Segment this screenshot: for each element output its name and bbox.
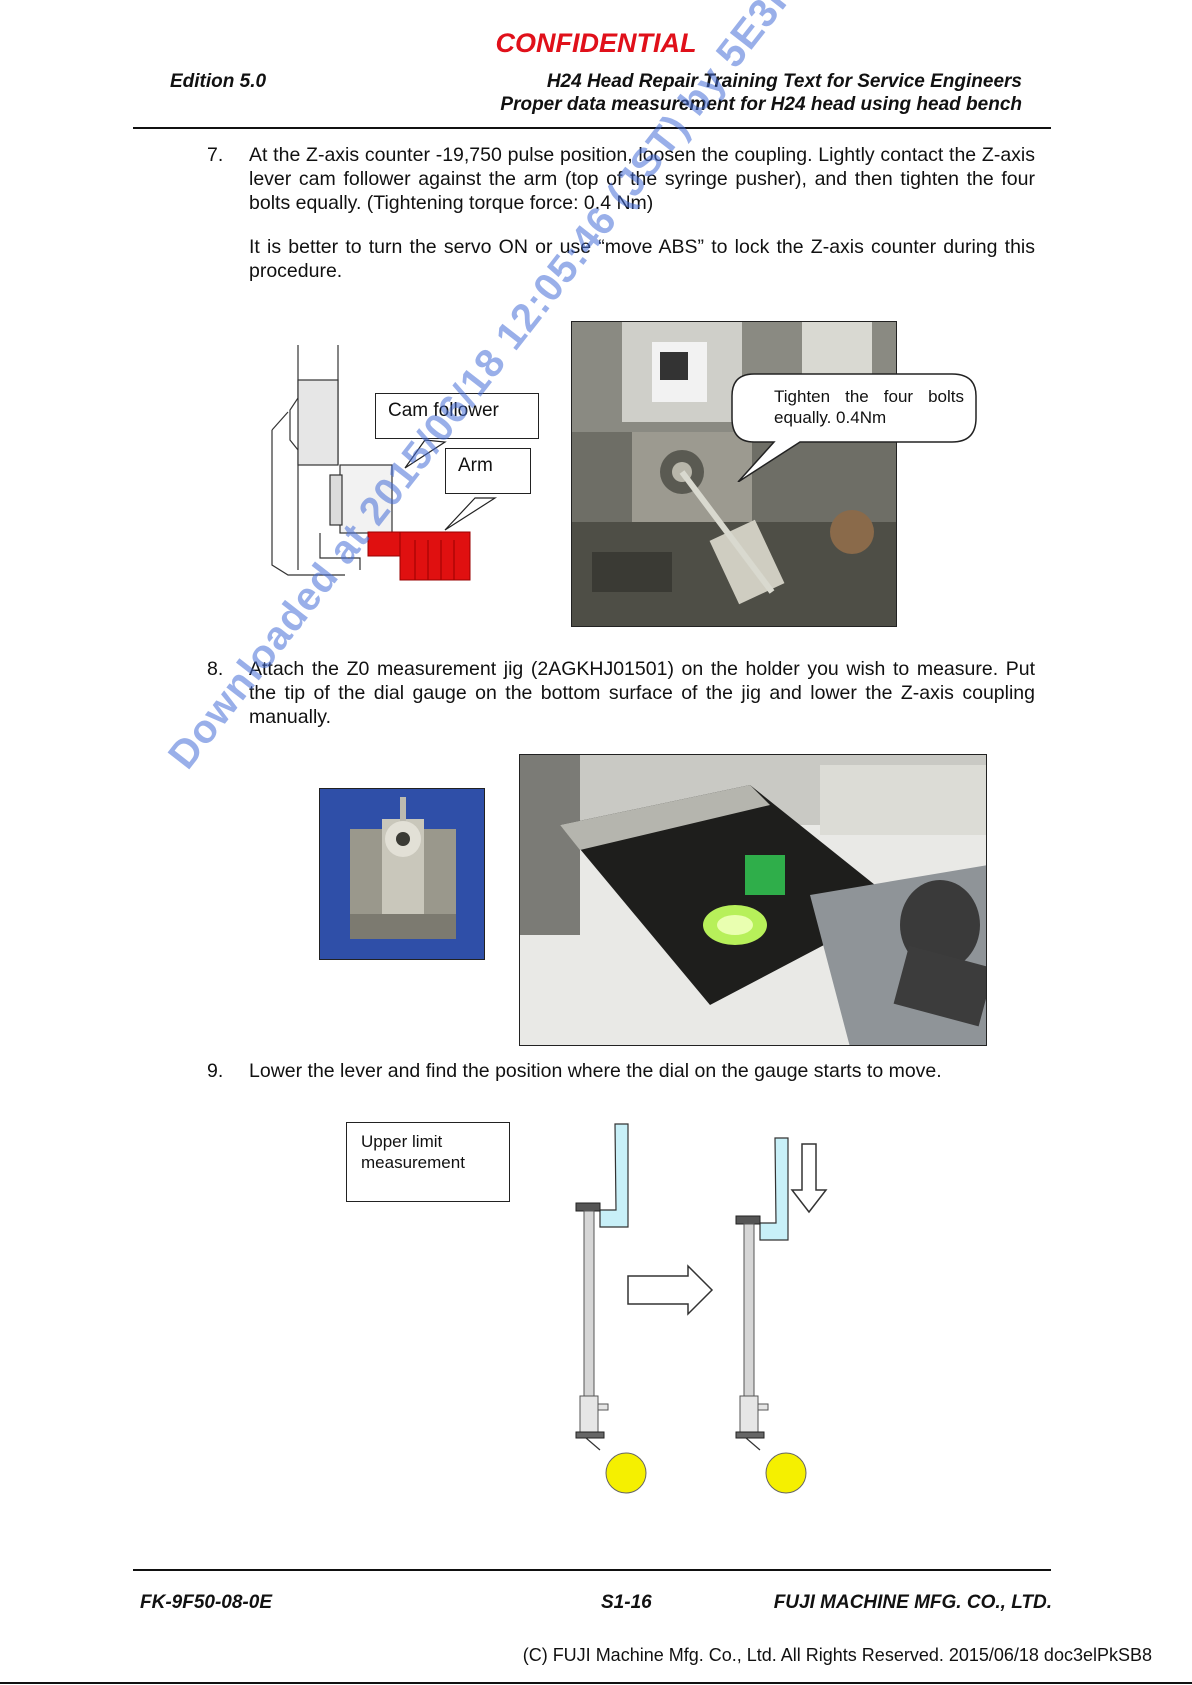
- step-8-text: Attach the Z0 measurement jig (2AGKHJ015…: [249, 658, 1035, 728]
- step-9-number: 9.: [207, 1060, 224, 1082]
- step-7-number: 7.: [207, 144, 224, 166]
- step-7-note: It is better to turn the servo ON or use…: [249, 236, 1035, 282]
- lever-lowering-diagram: [575, 1123, 828, 1494]
- footer-company: FUJI MACHINE MFG. CO., LTD.: [773, 1592, 1052, 1613]
- footer-divider: [133, 1569, 1051, 1571]
- upper-limit-label: Upper limit measurement: [346, 1122, 510, 1202]
- document-title: H24 Head Repair Training Text for Servic…: [546, 71, 1022, 92]
- cam-follower-callout: Cam follower: [375, 393, 539, 439]
- step-9-text: Lower the lever and find the position wh…: [249, 1060, 942, 1082]
- tighten-callout-text: Tighten the four bolts equally. 0.4Nm: [774, 387, 964, 427]
- arm-callout: Arm: [445, 448, 531, 494]
- step-8-number: 8.: [207, 658, 224, 680]
- confidential-label: CONFIDENTIAL: [495, 28, 697, 58]
- gauge-assembly-before: [575, 1123, 647, 1494]
- header-divider: [133, 127, 1051, 129]
- tighten-callout-bubble: [731, 373, 977, 482]
- footer-copyright: (C) FUJI Machine Mfg. Co., Ltd. All Righ…: [522, 1645, 1152, 1665]
- z0-jig-photo: [319, 788, 485, 960]
- dial-gauge-photo: [519, 754, 987, 1046]
- footer-page-number: S1-16: [601, 1592, 652, 1613]
- step-7-text: At the Z-axis counter -19,750 pulse posi…: [249, 144, 1035, 214]
- cam-follower-diagram: [271, 345, 498, 581]
- footer-doc-number: FK-9F50-08-0E: [140, 1592, 272, 1613]
- document-subtitle: Proper data measurement for H24 head usi…: [500, 94, 1022, 115]
- page-bottom-border: [0, 1682, 1192, 1684]
- edition-label: Edition 5.0: [170, 71, 267, 92]
- gauge-assembly-after: [735, 1137, 807, 1494]
